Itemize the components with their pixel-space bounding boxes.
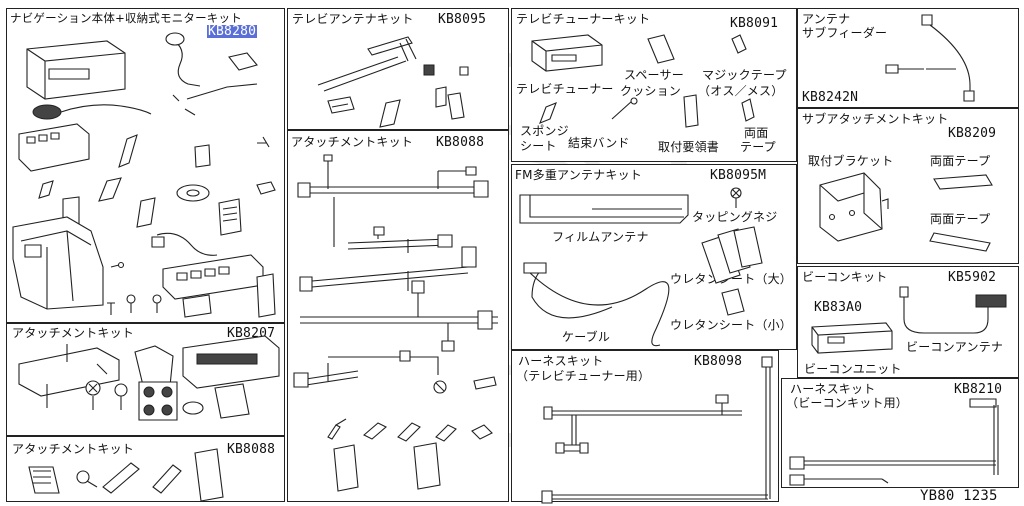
sponge-sheet-label: シート (520, 139, 557, 153)
urethane-large-label: ウレタンシート（大） (670, 272, 793, 286)
magic-tape-label: マジックテープ (702, 68, 787, 82)
tapping-screw-label: タッピングネジ (692, 210, 778, 224)
spacer-label: スペーサー (624, 68, 684, 82)
attach-8088-left-title: アタッチメントキット (12, 442, 135, 456)
tv-antenna-parts-illustration (288, 9, 510, 131)
antenna-feeder-code[interactable]: KB8242N (802, 90, 859, 105)
antenna-feeder-cable-illustration (798, 9, 1020, 109)
panel-harness-beacon: ハーネスキット （ビーコンキット用） KB8210 (781, 378, 1019, 488)
panel-attach-kit-8207: アタッチメントキット KB8207 (6, 323, 285, 436)
wiring-harness-illustration (288, 131, 510, 503)
beacon-antenna-label: ビーコンアンテナ (906, 340, 1004, 354)
beacon-unit-label: ビーコンユニット (804, 362, 902, 376)
beacon-parts-illustration (798, 267, 1020, 379)
manual-label: 取付要領書 (658, 140, 720, 154)
harness-tv-title: ハーネスキット (518, 354, 604, 368)
panel-fm-antenna-kit: FM多重アンテナキット KB8095M タッピングネジ フィルムアンテナ ウレタ… (511, 164, 797, 350)
nav-kit-parts-illustration (7, 9, 286, 324)
panel-tv-tuner-kit: テレビチューナーキット KB8091 テレビチューナー スペーサー クッション … (511, 8, 797, 162)
fm-antenna-code[interactable]: KB8095M (710, 168, 767, 183)
harness-beacon-code[interactable]: KB8210 (954, 382, 1003, 397)
fm-antenna-parts-illustration (512, 165, 798, 351)
attach-8088-left-code[interactable]: KB8088 (227, 442, 276, 457)
tv-tuner-parts-illustration (512, 9, 798, 163)
fm-antenna-title: FM多重アンテナキット (515, 168, 642, 182)
bracket-label: 取付ブラケット (808, 154, 894, 168)
attach-8088-right-code[interactable]: KB8088 (436, 135, 485, 150)
panel-harness-tv-tuner: ハーネスキット （テレビチューナー用） KB8098 (511, 350, 779, 502)
harness-tv-code[interactable]: KB8098 (694, 354, 743, 369)
nav-kit-code[interactable]: KB8280 (207, 24, 258, 39)
film-antenna-label: フィルムアンテナ (552, 230, 649, 244)
antenna-feeder-title: アンテナ (802, 12, 851, 26)
panel-beacon-kit: ビーコンキット KB5902 KB83A0 ビーコンアンテナ ビーコンユニット (797, 266, 1019, 378)
attach-8207-parts-illustration (7, 324, 286, 437)
beacon-code[interactable]: KB5902 (948, 270, 997, 285)
nav-kit-title: ナビゲーション本体+収納式モニターキット (10, 11, 242, 25)
beacon-title: ビーコンキット (802, 270, 888, 284)
harness-tv-cable-illustration (512, 351, 780, 503)
sponge-label: スポンジ (520, 124, 569, 138)
double-tape-label: 両面 (744, 126, 769, 140)
harness-tv-subtitle: （テレビチューナー用） (516, 369, 651, 383)
panel-attach-kit-8088-left: アタッチメントキット KB8088 (6, 436, 285, 502)
antenna-feeder-subtitle: サブフィーダー (802, 26, 888, 40)
cushion-label: クッション (620, 84, 682, 98)
beacon-unit-code[interactable]: KB83A0 (814, 300, 863, 315)
tape1-label: 両面テープ (930, 154, 991, 168)
sub-attach-code[interactable]: KB8209 (948, 126, 997, 141)
double-tape-sub-label: テープ (740, 140, 776, 154)
panel-attach-kit-8088-right: アタッチメントキット KB8088 (287, 130, 509, 502)
tape2-label: 両面テープ (930, 212, 991, 226)
harness-beacon-subtitle: （ビーコンキット用） (786, 396, 909, 410)
sub-attach-title: サブアタッチメントキット (802, 112, 949, 126)
harness-beacon-cable-illustration (782, 379, 1020, 489)
tv-antenna-code[interactable]: KB8095 (438, 12, 487, 27)
panel-sub-attach-kit: サブアタッチメントキット KB8209 取付ブラケット 両面テープ 両面テープ (797, 108, 1019, 264)
figure-number: YB80 1235 (920, 488, 998, 504)
urethane-small-label: ウレタンシート（小） (670, 318, 793, 332)
attach-8088-right-title: アタッチメントキット (291, 135, 414, 149)
tv-antenna-title: テレビアンテナキット (292, 12, 414, 26)
tv-tuner-title: テレビチューナーキット (516, 12, 651, 26)
tuner-label: テレビチューナー (516, 82, 614, 96)
panel-antenna-feeder: アンテナ サブフィーダー KB8242N (797, 8, 1019, 108)
attach-8088-left-parts-illustration (7, 437, 286, 503)
panel-tv-antenna-kit: テレビアンテナキット KB8095 (287, 8, 509, 130)
attach-8207-title: アタッチメントキット (12, 326, 135, 340)
harness-beacon-title: ハーネスキット (790, 382, 876, 396)
sub-attach-parts-illustration (798, 109, 1020, 265)
binding-band-label: 結束バンド (568, 136, 630, 150)
magic-tape-sub-label: （オス／メス） (698, 84, 784, 98)
tv-tuner-code[interactable]: KB8091 (730, 16, 779, 31)
panel-nav-kit: ナビゲーション本体+収納式モニターキット KB8280 (6, 8, 285, 323)
cable-label: ケーブル (562, 330, 611, 344)
